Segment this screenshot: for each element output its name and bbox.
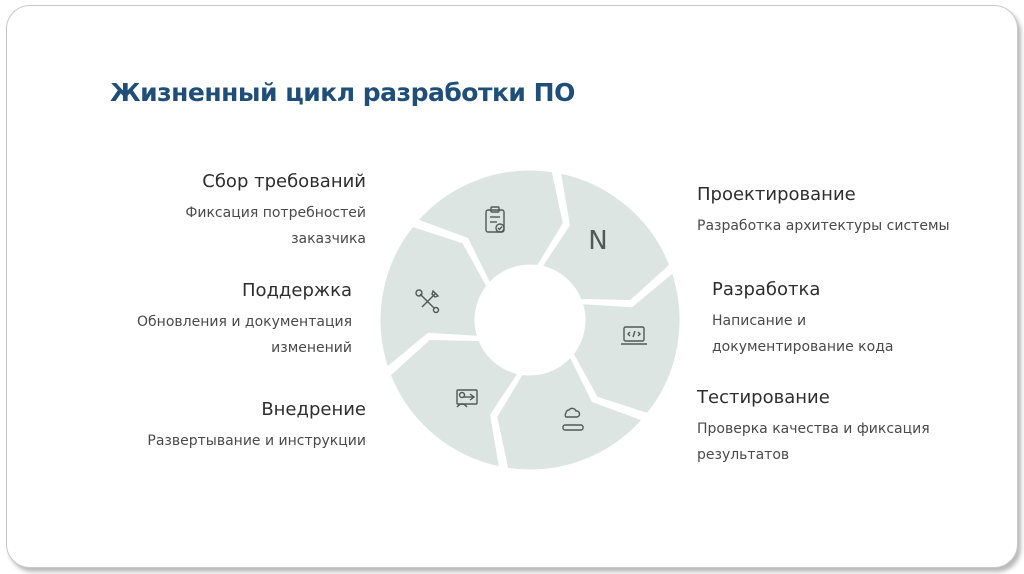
clipboard-check-icon: [485, 206, 505, 233]
desc-line: Обновления и документация: [137, 314, 352, 330]
slide-title: Жизненный цикл разработки ПО: [110, 78, 575, 107]
laptop-code-icon: [621, 326, 647, 345]
stage-title: Внедрение: [261, 399, 366, 420]
desc-line: Развертывание и инструкции: [147, 433, 366, 449]
stage-deployment: Внедрение Развертывание и инструкции: [100, 398, 366, 454]
desc-line: изменений: [271, 340, 352, 356]
segment-design: [538, 169, 673, 304]
cloud-device-icon: [562, 407, 584, 431]
stage-support: Поддержка Обновления и документация изме…: [100, 279, 352, 361]
stage-title: Сбор требований: [202, 171, 366, 192]
stage-title: Разработка: [712, 279, 821, 300]
segment-development: [570, 268, 683, 417]
stage-requirements: Сбор требований Фиксация потребностей за…: [120, 170, 366, 252]
stage-description: Фиксация потребностей заказчика: [120, 200, 366, 252]
desc-line: Проверка качества и фиксация: [697, 421, 930, 437]
cycle-segments: [377, 167, 683, 473]
desc-line: заказчика: [291, 231, 366, 247]
segment-testing: [494, 352, 647, 473]
desc-line: результатов: [697, 447, 790, 463]
desc-line: Фиксация потребностей: [185, 205, 366, 221]
stage-description: Разработка архитектуры системы: [697, 213, 997, 239]
desc-line: Разработка архитектуры системы: [697, 218, 950, 234]
stage-title: Проектирование: [697, 184, 856, 205]
tools-icon: [415, 289, 440, 314]
segment-requirements: [413, 167, 566, 288]
stage-description: Развертывание и инструкции: [100, 428, 366, 454]
segment-support: [377, 223, 490, 372]
stage-title: Поддержка: [241, 280, 352, 301]
stage-development: Разработка Написание и документирование …: [712, 278, 1002, 360]
stage-description: Обновления и документация изменений: [100, 309, 352, 361]
stage-title: Тестирование: [697, 387, 830, 408]
stage-design: Проектирование Разработка архитектуры си…: [697, 183, 997, 239]
presentation-icon: [456, 389, 478, 408]
slide-frame: [6, 5, 1018, 568]
lifecycle-cycle-diagram: N: [377, 167, 683, 473]
desc-line: документирование кода: [712, 339, 894, 355]
desc-line: Написание и: [712, 313, 807, 329]
stage-description: Написание и документирование кода: [712, 308, 1002, 360]
cycle-icons: N: [415, 206, 647, 431]
stage-description: Проверка качества и фиксация результатов: [697, 416, 997, 468]
n-letter-icon: N: [588, 226, 607, 256]
stage-testing: Тестирование Проверка качества и фиксаци…: [697, 386, 997, 468]
segment-deployment: [387, 336, 522, 471]
